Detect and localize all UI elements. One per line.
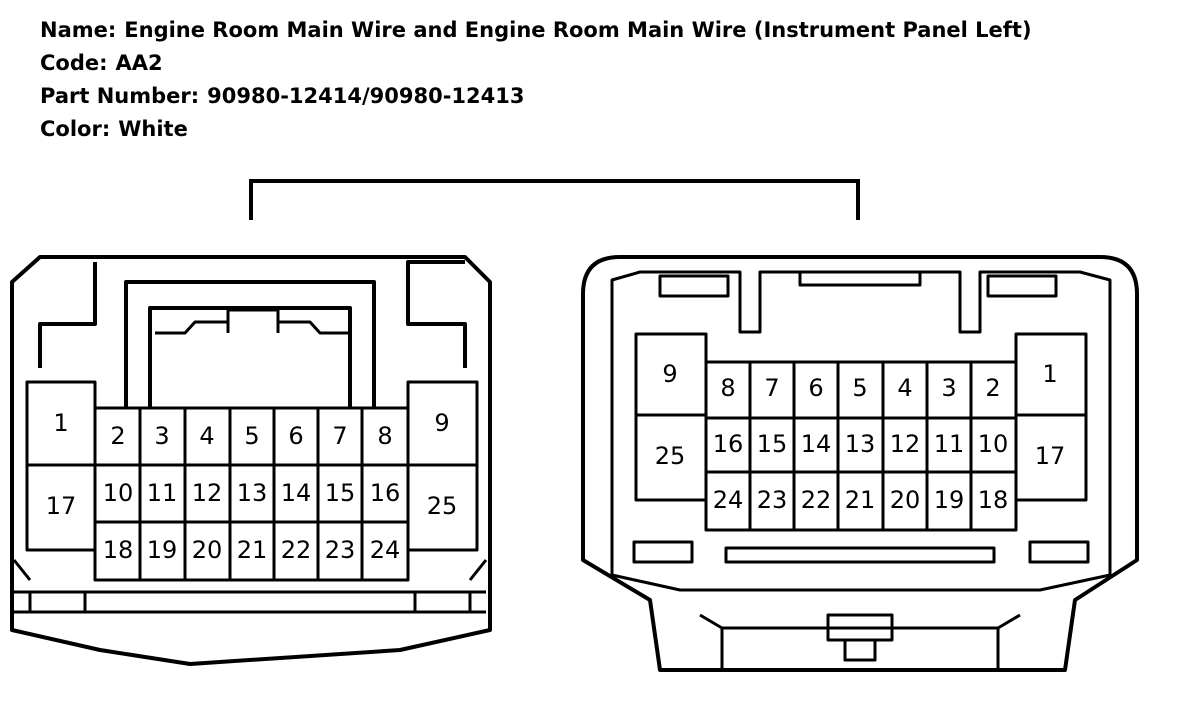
right-pin: 18	[978, 486, 1009, 514]
part-number-label: Part Number:	[40, 84, 200, 108]
right-connector-lower-body	[699, 613, 1021, 670]
right-pin: 7	[764, 374, 779, 402]
left-connector	[10, 255, 492, 666]
color-label: Color:	[40, 117, 111, 141]
right-pin: 25	[655, 442, 686, 470]
left-pin: 15	[325, 479, 356, 507]
part-number-value: 90980-12414/90980-12413	[207, 84, 525, 108]
right-connector-cavity-grid	[634, 332, 1088, 532]
left-pin: 20	[192, 536, 223, 564]
connector-info: Name: Engine Room Main Wire and Engine Ro…	[40, 14, 1032, 146]
name-row: Name: Engine Room Main Wire and Engine Ro…	[40, 14, 1032, 47]
right-pin: 2	[985, 374, 1000, 402]
right-pin: 13	[845, 430, 876, 458]
color-row: Color: White	[40, 113, 1032, 146]
left-pin: 23	[325, 536, 356, 564]
right-connector-pins: 1 2 3 4 5 6 7 8 9 10 11 12 13 14 15 16 1…	[655, 360, 1066, 514]
right-connector-inner-outline	[610, 332, 1112, 592]
right-connector-top-slot-left	[658, 274, 730, 298]
left-connector-cavity-grid	[25, 380, 479, 582]
right-pin: 24	[713, 486, 744, 514]
left-pin: 16	[370, 479, 401, 507]
left-pin: 4	[199, 422, 214, 450]
left-connector-lock-arm	[124, 280, 376, 408]
left-pin: 24	[370, 536, 401, 564]
part-number-row: Part Number: 90980-12414/90980-12413	[40, 80, 1032, 113]
right-connector-bottom-slot-right	[1028, 540, 1090, 564]
right-pin: 4	[897, 374, 912, 402]
right-pin: 3	[941, 374, 956, 402]
right-connector-top-ridge	[798, 272, 922, 287]
right-pin: 9	[662, 360, 677, 388]
left-connector-housing	[10, 255, 492, 666]
name-label: Name:	[40, 18, 117, 42]
mating-bracket	[249, 179, 860, 220]
right-pin: 23	[757, 486, 788, 514]
code-label: Code:	[40, 51, 108, 75]
left-pin: 5	[244, 422, 259, 450]
left-connector-pins: 1 2 3 4 5 6 7 8 9 10 11 12 13 14 15 16 1…	[46, 409, 458, 564]
left-pin: 21	[237, 536, 268, 564]
right-pin: 16	[713, 430, 744, 458]
left-pin: 22	[281, 536, 312, 564]
left-pin: 18	[103, 536, 134, 564]
left-pin: 10	[103, 479, 134, 507]
left-pin: 7	[332, 422, 347, 450]
right-pin: 22	[801, 486, 832, 514]
left-pin: 14	[281, 479, 312, 507]
left-pin: 13	[237, 479, 268, 507]
left-pin: 2	[110, 422, 125, 450]
right-pin: 5	[852, 374, 867, 402]
right-connector-bottom-slot-left	[632, 540, 694, 564]
right-pin: 19	[934, 486, 965, 514]
right-pin: 8	[720, 374, 735, 402]
left-connector-bottom-rails	[14, 590, 486, 614]
right-connector-bottom-rail	[724, 546, 996, 564]
left-pin: 11	[147, 479, 178, 507]
name-value: Engine Room Main Wire and Engine Room Ma…	[124, 18, 1032, 42]
left-connector-lock-tab	[155, 308, 350, 335]
right-connector-top-latch	[610, 270, 1112, 334]
left-pin: 3	[154, 422, 169, 450]
left-pin: 17	[46, 492, 77, 520]
right-pin: 1	[1042, 360, 1057, 388]
right-pin: 11	[934, 430, 965, 458]
right-pin: 17	[1035, 442, 1066, 470]
right-pin: 10	[978, 430, 1009, 458]
right-connector-housing	[581, 255, 1139, 672]
right-pin: 15	[757, 430, 788, 458]
code-value: AA2	[115, 51, 163, 75]
left-pin: 9	[434, 409, 449, 437]
left-pin: 6	[288, 422, 303, 450]
left-connector-corner-lines	[12, 559, 488, 581]
color-value: White	[118, 117, 188, 141]
right-pin: 6	[808, 374, 823, 402]
right-pin: 12	[890, 430, 921, 458]
left-connector-top-notch	[38, 260, 467, 368]
left-pin: 12	[192, 479, 223, 507]
right-connector-top-slot-right	[986, 274, 1058, 298]
left-pin: 8	[377, 422, 392, 450]
right-pin: 21	[845, 486, 876, 514]
left-pin: 19	[147, 536, 178, 564]
left-pin: 1	[53, 409, 68, 437]
right-connector	[581, 255, 1139, 672]
right-pin: 20	[890, 486, 921, 514]
right-pin: 14	[801, 430, 832, 458]
code-row: Code: AA2	[40, 47, 1032, 80]
left-pin: 25	[427, 492, 458, 520]
